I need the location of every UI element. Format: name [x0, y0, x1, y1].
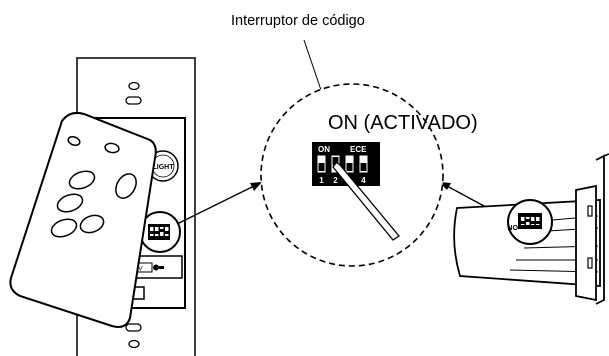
- remote-button-4: [115, 173, 137, 199]
- arrow-from-plate: [176, 185, 255, 225]
- remote-button-3: [68, 170, 96, 190]
- magnified-dip-switch-view: ON ECE 1 2 3 4: [260, 83, 444, 267]
- remote-button-6: [79, 214, 105, 234]
- remote-button-2: [104, 142, 120, 154]
- screw-slot-bottom: [125, 323, 142, 332]
- dip-brand-text: ECE: [350, 145, 367, 154]
- dip-position-1: 1: [319, 176, 324, 185]
- light-button-label: LIGHT: [153, 164, 175, 171]
- receiver-dip-switch: [518, 213, 542, 229]
- screw-slot-top: [125, 96, 142, 105]
- dip-on-text: ON: [318, 145, 330, 154]
- remote-control: [9, 111, 157, 328]
- receiver-on-text: ON: [508, 223, 519, 230]
- remote-button-1: [67, 135, 81, 147]
- screw-hole-bottom-1: [128, 339, 140, 349]
- receiver-unit: ON: [453, 153, 609, 305]
- remote-button-7: [50, 218, 78, 238]
- plate-dip-switch: [148, 224, 170, 240]
- remote-button-5: [56, 193, 84, 213]
- dip-position-2: 2: [333, 176, 338, 185]
- code-switch-label: Interruptor de código: [231, 13, 365, 29]
- screw-hole-top-1: [128, 81, 140, 91]
- dip-position-4: 4: [361, 176, 366, 185]
- on-activated-label: ON (ACTIVADO): [328, 112, 478, 134]
- pen-tool: [332, 161, 400, 241]
